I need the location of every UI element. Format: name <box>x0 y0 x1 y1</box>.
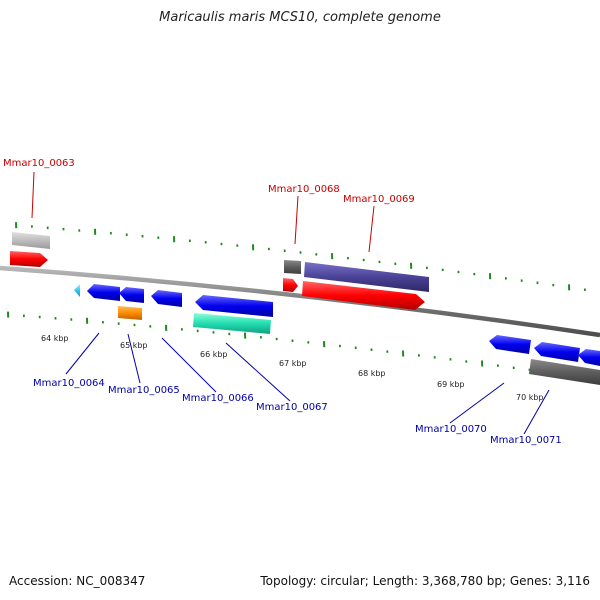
genome-backbone <box>0 265 600 338</box>
gene-feature[interactable] <box>578 349 600 366</box>
outer-tick-row <box>15 222 586 291</box>
gene-feature[interactable] <box>193 313 271 334</box>
connector-mmar10-0063 <box>31 171 35 219</box>
scale-label: 69 kbp <box>437 380 465 389</box>
scale-label: 68 kbp <box>358 369 386 378</box>
genome-summary-text: Topology: circular; Length: 3,368,780 bp… <box>260 574 590 588</box>
connector-mmar10-0070 <box>449 382 505 424</box>
gene-label-mmar10-0067[interactable]: Mmar10_0067 <box>256 402 328 413</box>
connector-mmar10-0066 <box>161 337 217 393</box>
gene-feature[interactable] <box>74 284 80 297</box>
label-connectors <box>31 171 550 435</box>
gene-label-mmar10-0069[interactable]: Mmar10_0069 <box>343 194 415 205</box>
accession-text: Accession: NC_008347 <box>9 574 146 588</box>
gene-feature[interactable] <box>283 278 298 292</box>
scale-label: 64 kbp <box>41 334 69 343</box>
gene-feature[interactable] <box>12 232 50 249</box>
connector-mmar10-0067 <box>225 342 291 402</box>
gene-feature[interactable] <box>195 295 273 317</box>
scale-label: 70 kbp <box>516 393 544 402</box>
connector-mmar10-0064 <box>65 332 100 375</box>
connector-mmar10-0069 <box>368 205 375 253</box>
gene-feature[interactable] <box>489 335 531 354</box>
gene-label-mmar10-0068[interactable]: Mmar10_0068 <box>268 184 340 195</box>
scale-labels: 64 kbp 65 kbp 66 kbp 67 kbp 68 kbp 69 kb… <box>41 334 544 402</box>
gene-feature[interactable] <box>87 284 120 301</box>
connector-mmar10-0068 <box>294 195 299 245</box>
gene-label-mmar10-0071[interactable]: Mmar10_0071 <box>490 435 562 446</box>
forward-strand-features <box>10 232 429 310</box>
connector-mmar10-0065 <box>127 333 141 384</box>
gene-feature[interactable] <box>284 260 301 274</box>
gene-feature[interactable] <box>151 290 182 307</box>
gene-label-mmar10-0065[interactable]: Mmar10_0065 <box>108 385 180 396</box>
gene-labels: Mmar10_0063 Mmar10_0068 Mmar10_0069 Mmar… <box>3 158 562 446</box>
scale-label: 67 kbp <box>279 359 307 368</box>
gene-feature[interactable] <box>119 287 144 303</box>
reverse-strand-features <box>74 284 600 385</box>
gene-feature[interactable] <box>118 306 142 320</box>
scale-label: 66 kbp <box>200 350 228 359</box>
map-title: Maricaulis maris MCS10, complete genome <box>159 10 441 25</box>
scale-label: 65 kbp <box>120 341 148 350</box>
gene-label-mmar10-0070[interactable]: Mmar10_0070 <box>415 424 487 435</box>
gene-label-mmar10-0063[interactable]: Mmar10_0063 <box>3 158 75 169</box>
connector-mmar10-0071 <box>523 389 550 435</box>
gene-feature[interactable] <box>302 281 425 310</box>
gene-label-mmar10-0066[interactable]: Mmar10_0066 <box>182 393 254 404</box>
gene-feature[interactable] <box>304 262 429 292</box>
gene-label-mmar10-0064[interactable]: Mmar10_0064 <box>33 378 105 389</box>
gene-feature[interactable] <box>534 342 580 362</box>
gene-feature[interactable] <box>529 359 600 385</box>
gene-feature[interactable] <box>10 251 48 267</box>
